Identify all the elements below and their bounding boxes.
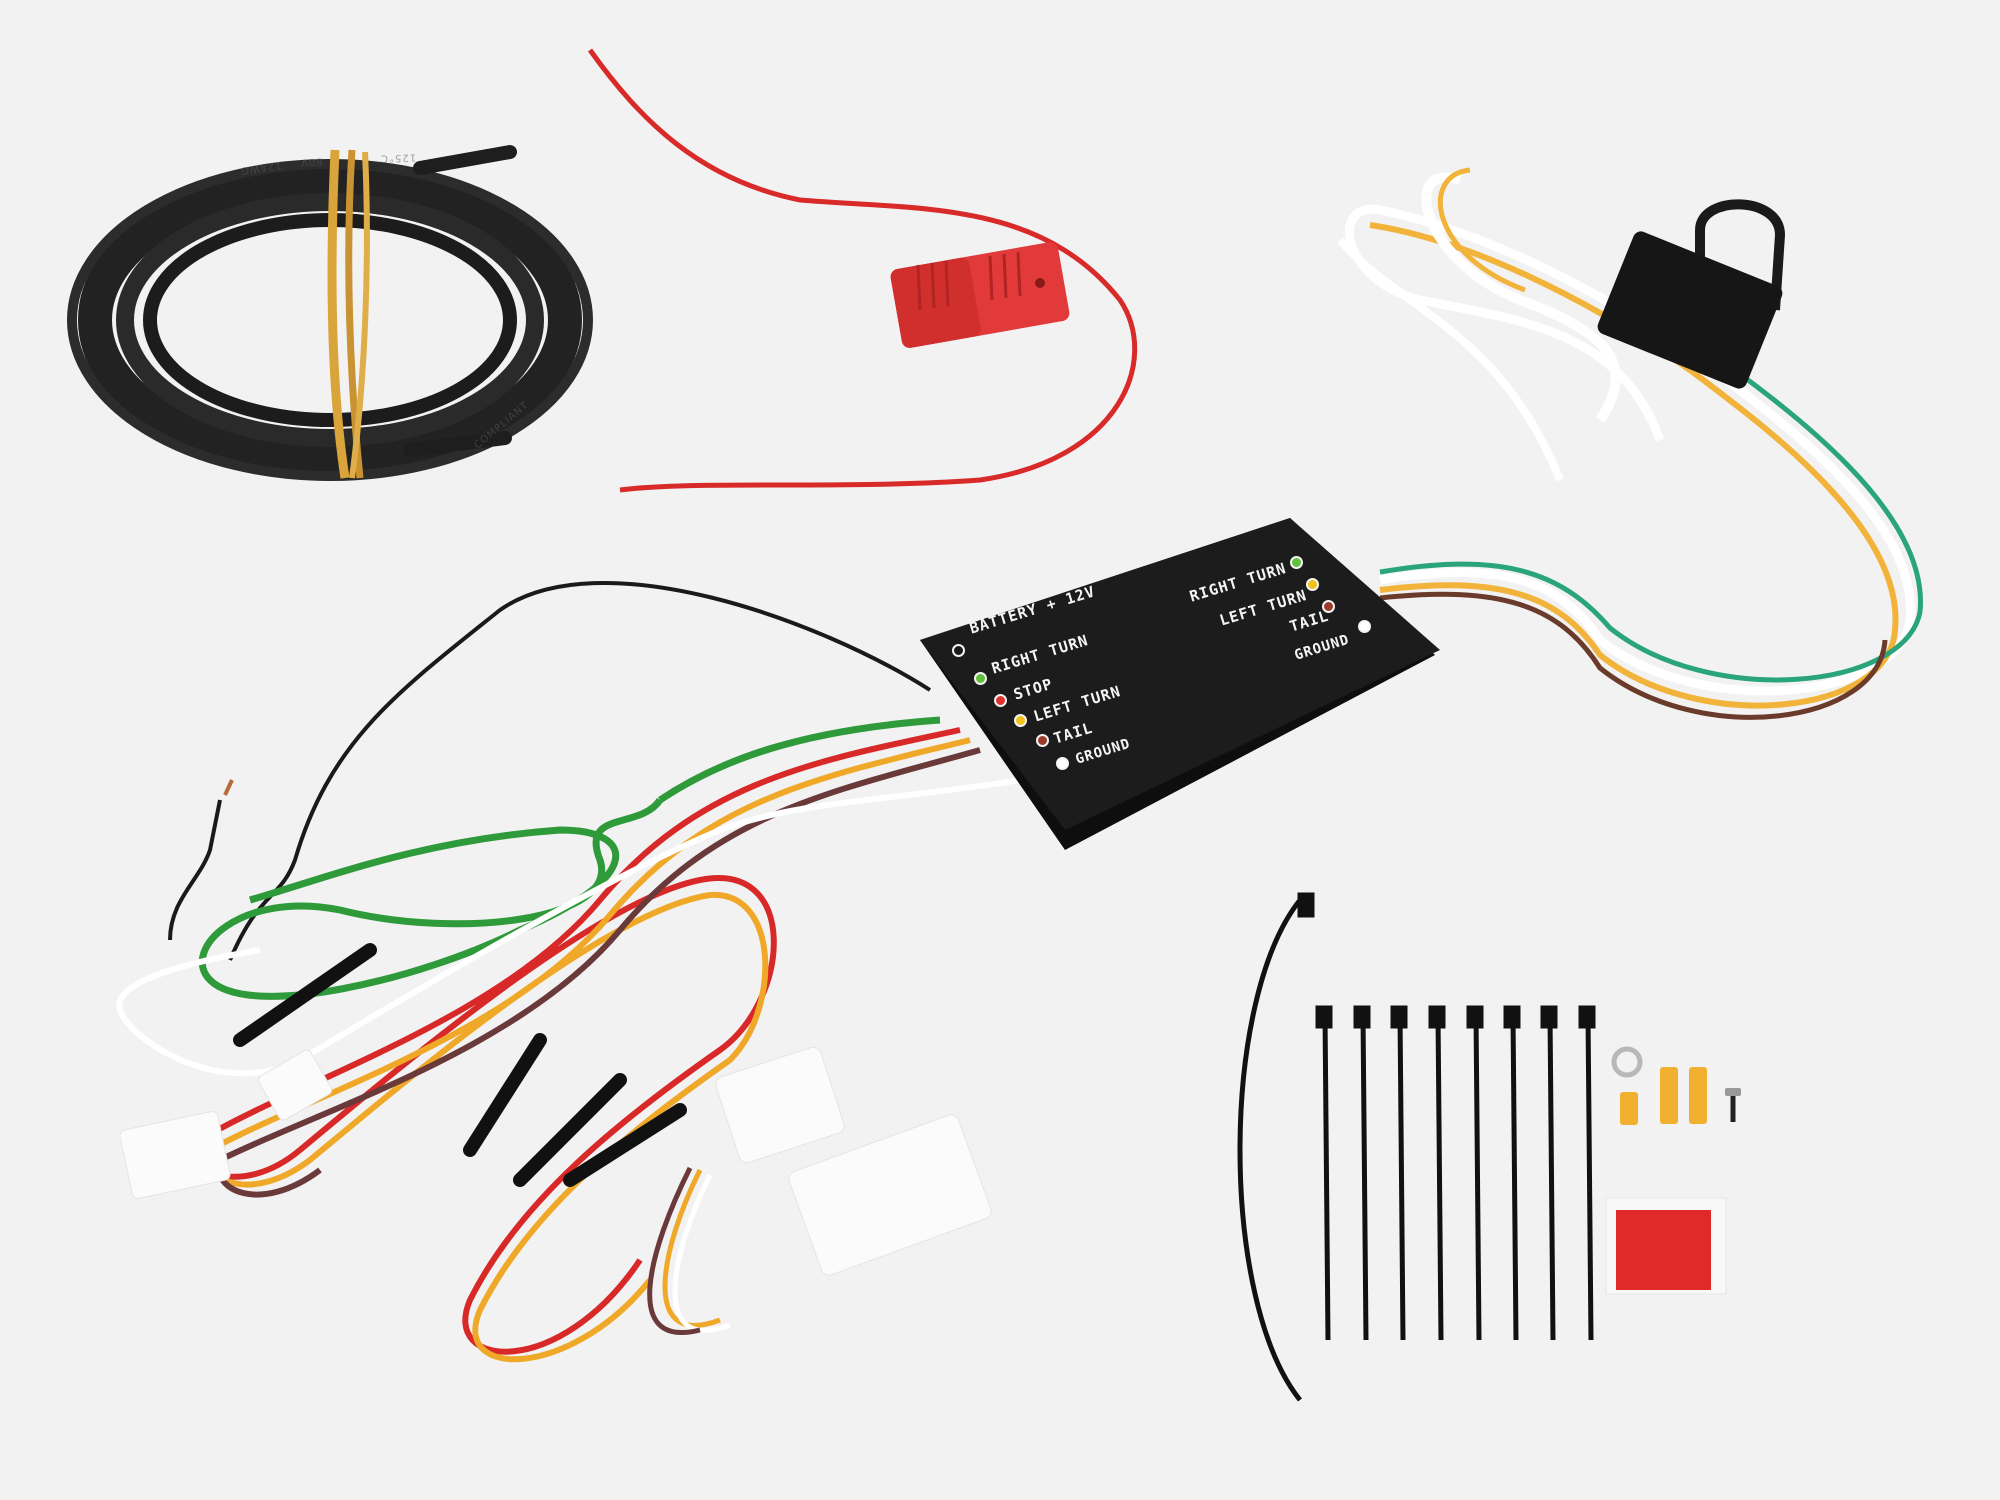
hardware-kit — [1611, 1046, 1741, 1125]
four-way-harness — [1336, 167, 1923, 720]
power-wire-coil — [67, 145, 593, 481]
inline-fuse-holder — [587, 48, 1138, 493]
output-right-turn-dot — [1290, 556, 1303, 569]
output-tail-dot — [1322, 600, 1335, 613]
vehicle-harness — [116, 581, 1021, 1363]
output-ground-dot — [1358, 620, 1371, 633]
output-left-turn-dot — [1306, 578, 1319, 591]
battery-indicator-dot — [952, 644, 965, 657]
jacket-print-temp: 125°C — [379, 151, 417, 164]
jacket-print-voltage: 80V — [299, 155, 323, 168]
four-way-connector — [1597, 199, 1786, 389]
white-plugs — [119, 1046, 992, 1276]
tail-indicator-dot — [1036, 734, 1049, 747]
ground-indicator-dot — [1056, 757, 1069, 770]
heat-shrink-tubes — [233, 943, 687, 1187]
right-turn-indicator-dot — [974, 672, 987, 685]
adhesive-pad — [1605, 1197, 1727, 1295]
stop-indicator-dot — [994, 694, 1007, 707]
cable-ties — [1237, 892, 1596, 1402]
converter-module — [920, 518, 1440, 850]
left-turn-indicator-dot — [1014, 714, 1027, 727]
